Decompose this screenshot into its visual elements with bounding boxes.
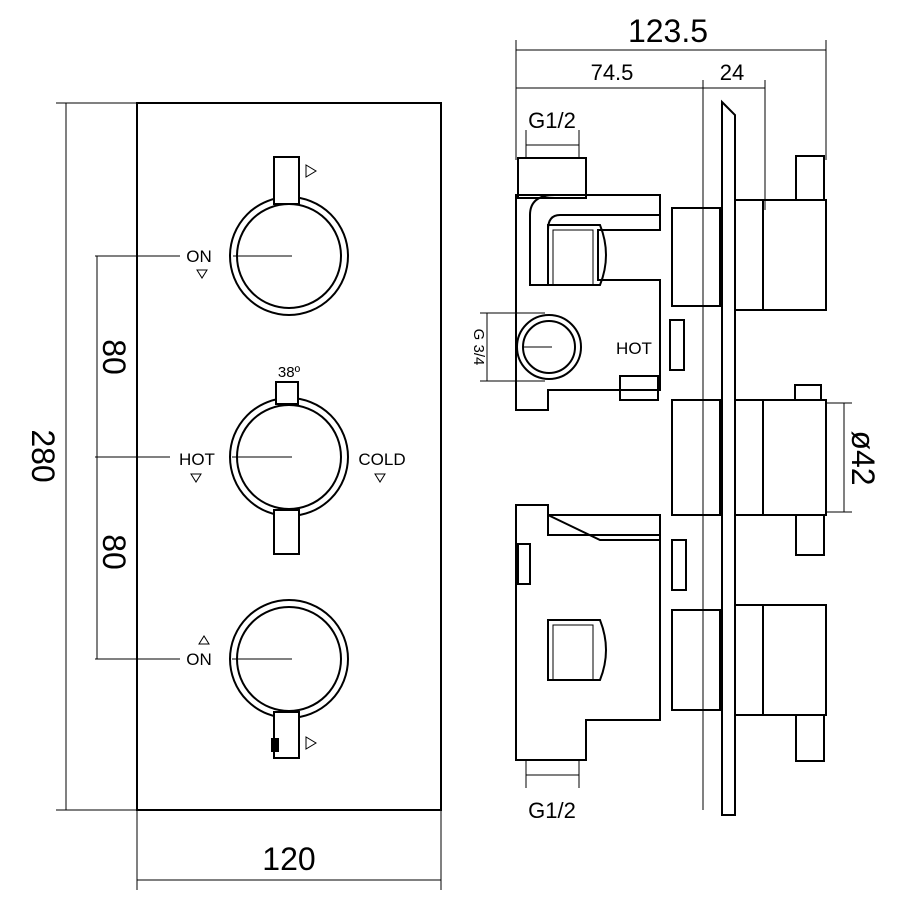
spacing-bottom-label: 80 — [96, 534, 132, 570]
overall-depth-label: 123.5 — [628, 13, 708, 49]
bottom-valve: ON — [186, 599, 349, 759]
spacing-top-label: 80 — [96, 339, 132, 375]
width-label: 120 — [262, 841, 315, 877]
inlet-bottom-label: G1/2 — [528, 798, 576, 823]
side-inlet-label: G 3/4 — [470, 329, 487, 366]
middle-valve: 38º HOT COLD — [179, 364, 406, 555]
middle-valve-temp: 38º — [278, 364, 301, 381]
triangle-up-icon — [198, 635, 210, 645]
body-depth-dimension: 74.5 24 — [516, 60, 766, 810]
handle-diameter-label: ø42 — [845, 430, 881, 485]
handle-diameter-dimension: ø42 — [826, 402, 881, 513]
bottom-inlet: G1/2 — [525, 760, 580, 823]
triangle-down-icon — [374, 473, 386, 483]
top-valve-label: ON — [186, 247, 212, 266]
overall-depth-dimension: 123.5 — [515, 13, 827, 160]
bottom-valve-label: ON — [186, 650, 212, 669]
handle-depth-label: 24 — [720, 60, 744, 85]
valve-body — [515, 194, 661, 761]
top-valve: ON — [186, 156, 349, 316]
inlet-top-label: G1/2 — [528, 108, 576, 133]
front-view: 280 120 80 80 ON — [25, 102, 442, 890]
top-inlet: G1/2 — [517, 108, 587, 199]
middle-valve-cold: COLD — [358, 450, 405, 469]
body-depth-label: 74.5 — [591, 60, 634, 85]
triangle-down-icon — [196, 269, 208, 279]
spacing-dimension: 80 80 — [95, 255, 180, 660]
width-dimension: 120 — [136, 810, 442, 890]
wall-plate — [721, 99, 736, 816]
middle-valve-hot: HOT — [179, 450, 215, 469]
height-dimension: 280 — [25, 102, 137, 811]
handles — [734, 155, 827, 762]
triangle-right-icon — [305, 164, 317, 178]
valve-stems — [671, 207, 721, 711]
triangle-right-icon — [305, 736, 317, 750]
side-view: 123.5 74.5 24 G1/2 — [470, 13, 881, 823]
side-inlet: G 3/4 HOT — [470, 312, 685, 401]
side-inlet-hot: HOT — [616, 339, 652, 358]
height-label: 280 — [25, 429, 61, 482]
triangle-down-icon — [190, 473, 202, 483]
